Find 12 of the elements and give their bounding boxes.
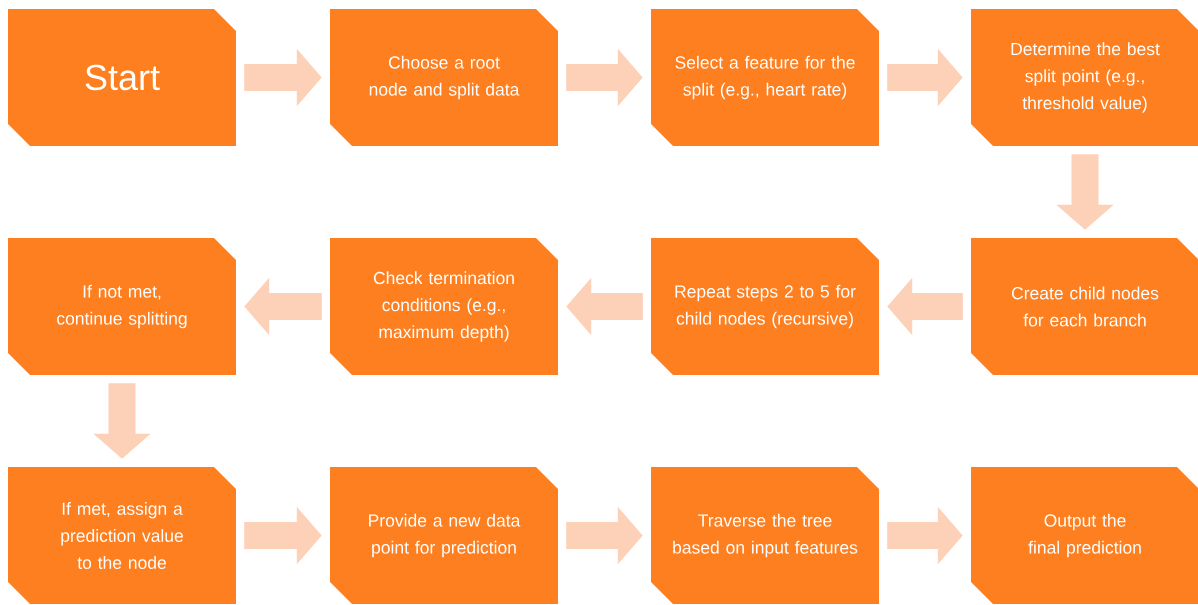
process-box: Provide a new data point for prediction — [330, 467, 558, 604]
process-box: Traverse the tree based on input features — [651, 467, 879, 604]
process-box: If not met, continue splitting — [8, 238, 236, 375]
process-box: Repeat steps 2 to 5 for child nodes (recursive) — [651, 238, 879, 375]
process-box: Determine the best split point (e.g., threshold value) — [971, 9, 1198, 146]
process-box: Output the final prediction — [971, 467, 1198, 604]
process-box: If met, assign a prediction value to the node — [8, 467, 236, 604]
process-box: Select a feature for the split (e.g., heart rate) — [651, 9, 879, 146]
process-box: Create child nodes for each branch — [971, 238, 1198, 375]
process-box: Check termination conditions (e.g., maximum depth) — [330, 238, 558, 375]
process-box: Start — [8, 9, 236, 146]
process-box: Choose a root node and split data — [330, 9, 558, 146]
